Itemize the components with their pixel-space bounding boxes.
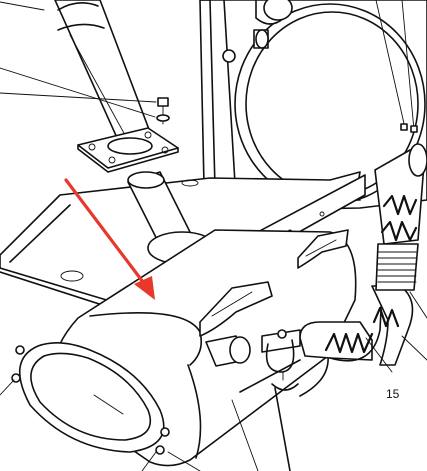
mounting-flange-plate	[77, 127, 179, 173]
oval-clamp-band	[0, 342, 201, 471]
bolt-and-washer	[0, 67, 170, 125]
callout-15: 15	[386, 387, 400, 401]
leader-line	[0, 1, 45, 11]
upper-mounting-pipe	[54, 0, 151, 141]
radiator-frame	[199, 0, 427, 233]
arrow-head	[134, 276, 155, 300]
heat-shield-rear	[297, 229, 349, 269]
flexible-hose-assembly	[299, 0, 427, 373]
outlet-pipe	[205, 335, 251, 367]
frame-pipe-stubs	[253, 0, 293, 49]
u-bolt-clamp	[231, 329, 301, 471]
arrow-shaft	[64, 178, 148, 288]
red-annotation-arrow	[64, 178, 155, 300]
callout-label-15: 15	[386, 387, 400, 401]
heat-shield-front	[199, 281, 273, 337]
